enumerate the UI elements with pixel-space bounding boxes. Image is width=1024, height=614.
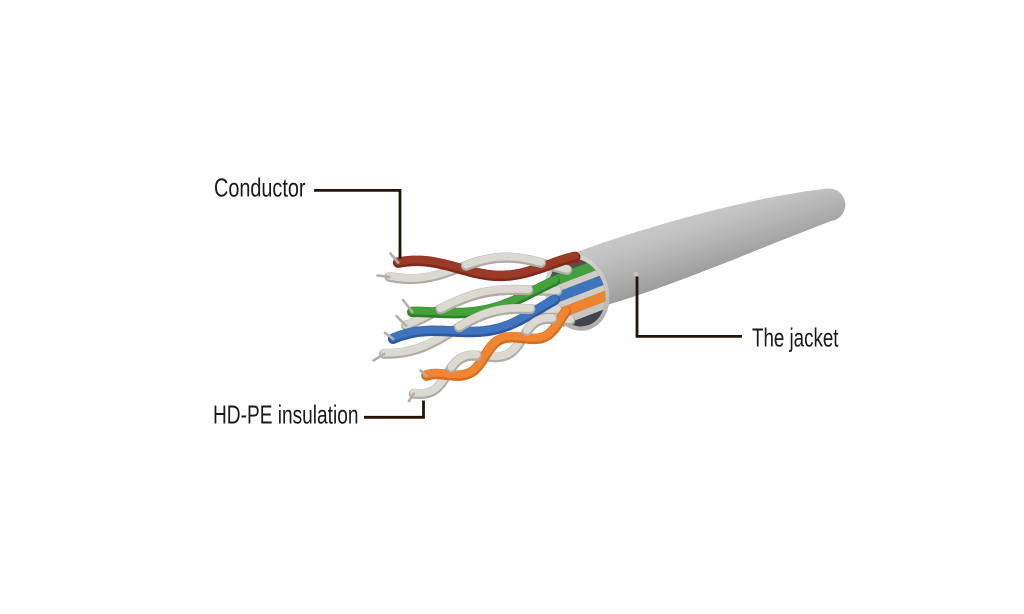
svg-text:HD-PE insulation: HD-PE insulation (213, 400, 359, 430)
svg-text:Conductor: Conductor (214, 173, 306, 203)
svg-text:The jacket: The jacket (752, 323, 839, 353)
